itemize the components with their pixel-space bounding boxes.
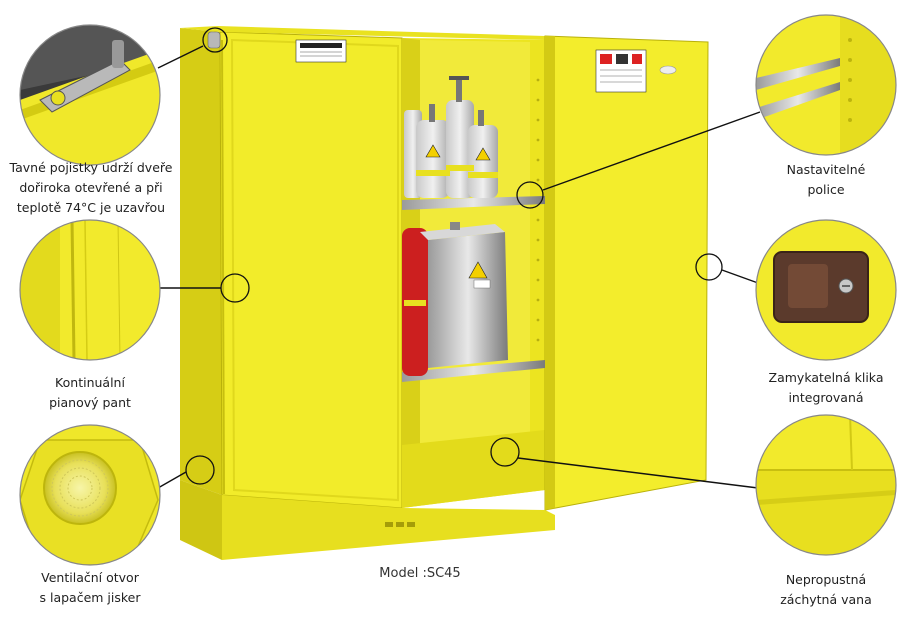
label-piano-hinge: Kontinuální pianový pant <box>20 373 160 413</box>
right-door <box>544 35 709 511</box>
hinge-icon <box>19 219 161 361</box>
label-shelves-line2: police <box>807 182 845 197</box>
handle-icon <box>755 219 897 361</box>
marker-shelf <box>516 181 544 209</box>
sump-icon <box>755 414 897 556</box>
vent-icon <box>19 424 161 566</box>
left-door <box>219 31 403 509</box>
label-shelves: Nastavitelné police <box>756 160 896 200</box>
label-fusible-links-line3: teplotě 74°C je uzavřou <box>16 200 166 215</box>
marker-vent <box>185 455 215 485</box>
shelf-icon <box>755 14 897 156</box>
label-handle: Zamykatelná klika integrovaná <box>746 368 900 408</box>
lower-containers <box>402 222 508 376</box>
label-sump-line1: Nepropustná <box>785 572 867 587</box>
cabinet <box>180 26 709 560</box>
safety-cans <box>404 76 498 198</box>
label-fusible-links: Tavné pojistky udrží dveře dořiroka otev… <box>6 158 176 218</box>
label-sump: Nepropustná záchytná vana <box>756 570 896 610</box>
label-sump-line2: záchytná vana <box>780 592 872 607</box>
callout-lines <box>157 45 761 489</box>
label-piano-hinge-line1: Kontinuální <box>55 375 125 390</box>
label-fusible-links-line1: Tavné pojistky udrží dveře <box>9 160 173 175</box>
upper-shelf <box>402 196 545 210</box>
label-handle-line2: integrovaná <box>788 390 864 405</box>
model-label: Model :SC45 <box>379 566 461 581</box>
sump-area <box>402 430 545 508</box>
label-piano-hinge-line2: pianový pant <box>49 395 131 410</box>
label-vent: Ventilační otvor s lapačem jisker <box>15 568 165 608</box>
label-shelves-line1: Nastavitelné <box>786 162 866 177</box>
label-fusible-links-line2: dořiroka otevřené a při <box>19 180 163 195</box>
marker-sump <box>490 437 520 467</box>
marker-handle <box>695 253 723 281</box>
label-vent-line1: Ventilační otvor <box>41 570 139 585</box>
fusible-link-icon <box>19 24 161 166</box>
lower-shelf <box>402 360 545 382</box>
label-vent-line2: s lapačem jisker <box>39 590 141 605</box>
label-handle-line1: Zamykatelná klika <box>768 370 884 385</box>
marker-fusible-link <box>202 27 228 53</box>
